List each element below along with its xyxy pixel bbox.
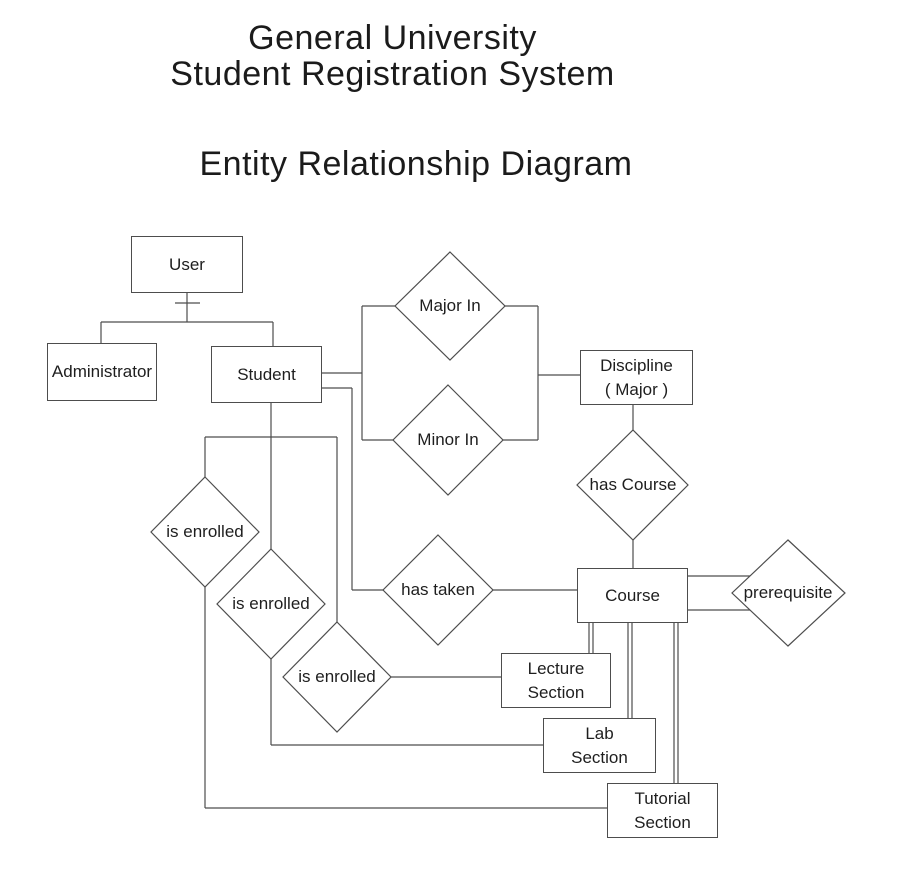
relationship-prerequisite-shape [731,539,846,647]
line-course-to-lecture-pair [588,623,594,653]
diagram-heading: Entity Relationship Diagram [199,145,633,183]
relationship-is-enrolled-3-shape [282,621,392,733]
document-title: General University Student Registration … [35,20,750,92]
entity-administrator-label: Administrator [51,362,153,381]
entity-lecture-label-line1: Lecture [527,658,585,678]
line-course-to-tutorial-pair [673,623,679,783]
relationship-minor-in-shape [392,384,504,496]
entity-lecture-section: Lecture Section [501,653,611,708]
line-course-to-lab-pair [627,623,633,718]
document-title-line1: General University [248,19,537,57]
entity-lab-section: Lab Section [543,718,656,773]
entity-discipline-major: Discipline ( Major ) [580,350,693,405]
entity-discipline-label-line1: Discipline [600,355,673,375]
entity-lab-label-line1: Lab [585,723,614,743]
entity-lab-label-line2: Section [571,747,628,767]
entity-user-label: User [169,254,205,274]
entity-lecture-label-line2: Section [527,682,585,702]
entity-course-label: Course [605,585,660,605]
relationship-has-taken-shape [382,534,494,646]
entity-discipline-label-line2: ( Major ) [604,379,669,399]
entity-tutorial-label-line1: Tutorial [634,788,691,808]
entity-student-label: Student [237,364,296,384]
entity-tutorial-section: Tutorial Section [607,783,718,838]
relationship-has-course-shape [576,429,689,541]
relationship-is-enrolled-2-shape [216,548,326,660]
relationship-is-enrolled-1-shape [150,476,260,588]
relationship-major-in-shape [394,251,506,361]
entity-user: User [131,236,243,293]
entity-administrator: Administrator [47,343,157,401]
entity-course: Course [577,568,688,623]
entity-tutorial-label-line2: Section [634,812,691,832]
document-title-line2: Student Registration System [170,55,615,93]
entity-student: Student [211,346,322,403]
